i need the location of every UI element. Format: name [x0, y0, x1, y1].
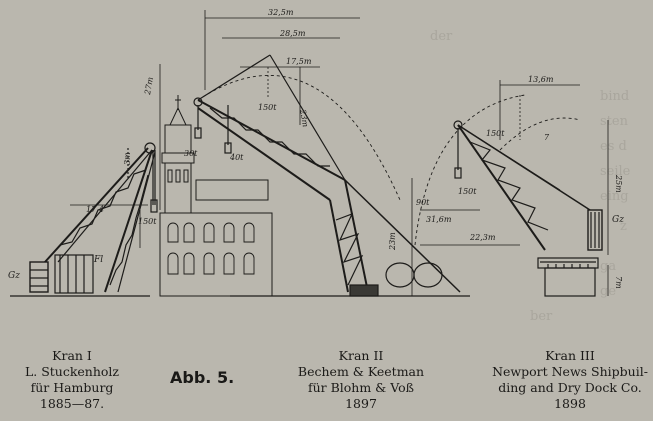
- svg-text:es d: es d: [600, 139, 627, 154]
- load-150-crane-2a: 150t: [258, 103, 277, 112]
- dim-height-23b: 23m: [388, 232, 397, 251]
- svg-text:der: der: [430, 29, 453, 44]
- crane-3-year: 1898: [554, 396, 586, 411]
- load-150-crane-1: 150t: [138, 217, 157, 226]
- caption-crane-2: Kran II Bechem & Keetman für Blohm & Voß…: [286, 348, 436, 412]
- dim-r-7: 7: [544, 133, 550, 142]
- crane-1-maker: L. Stuckenholz: [24, 364, 120, 379]
- symbol-fl: Fl: [93, 255, 103, 265]
- load-40: 40t: [229, 153, 244, 162]
- caption-crane-1: Kran I L. Stuckenholz für Hamburg 1885—8…: [12, 348, 132, 412]
- dim-span-17-5: 17,5m: [286, 57, 312, 66]
- crane-2-maker: Bechem & Keetman: [297, 364, 425, 379]
- load-150-crane-3: 150t: [486, 129, 505, 138]
- crane-1-name: Kran I: [52, 348, 92, 363]
- dim-height-7: 7m: [614, 276, 623, 289]
- symbol-gz-1: Gz: [8, 271, 20, 281]
- crane-2-drawing: [159, 10, 461, 297]
- dim-span-13-6: 13,6m: [528, 75, 554, 84]
- symbol-gz-2: Gz: [612, 215, 624, 225]
- dim-span-28-5: 28,5m: [279, 29, 306, 38]
- figure-label: Abb. 5.: [170, 368, 235, 387]
- crane-3-name: Kran III: [545, 348, 595, 363]
- crane-3-maker: Newport News Shipbuil-: [492, 364, 648, 379]
- dim-height-3: 3m: [123, 152, 132, 165]
- dist-22-3: 22,3m: [469, 233, 496, 242]
- tower-building: [159, 95, 273, 297]
- crane-1-place: für Hamburg: [30, 380, 114, 395]
- dim-height-25: 25m: [614, 174, 623, 193]
- dim-height-27: 27m: [143, 76, 155, 96]
- dist-31-6: 31,6m: [426, 215, 452, 224]
- crane-2-name: Kran II: [338, 348, 384, 363]
- load-90: 90t: [416, 198, 430, 207]
- svg-text:eing: eing: [600, 189, 629, 204]
- crane-1-drawing: [29, 142, 158, 294]
- crane-3-place: ding and Dry Dock Co.: [498, 380, 642, 395]
- dim-span-32-5: 32,5m: [268, 8, 294, 17]
- caption-crane-3: Kran III Newport News Shipbuil- ding and…: [490, 348, 650, 412]
- svg-text:bind: bind: [600, 89, 629, 104]
- dim-radius-17-4: 17,4: [86, 205, 104, 214]
- svg-text:z: z: [620, 219, 627, 234]
- crane-2-year: 1897: [345, 396, 377, 411]
- crane-1-year: 1885—87.: [39, 396, 105, 411]
- svg-text:ber: ber: [530, 309, 553, 324]
- crane-3-drawing: [411, 80, 609, 297]
- crane-2-place: für Blohm & Voß: [307, 380, 415, 395]
- load-150-crane-2b: 150t: [458, 187, 477, 196]
- dim-height-23: 23m: [298, 108, 310, 128]
- svg-text:sten: sten: [600, 114, 629, 129]
- load-30: 30t: [184, 149, 198, 158]
